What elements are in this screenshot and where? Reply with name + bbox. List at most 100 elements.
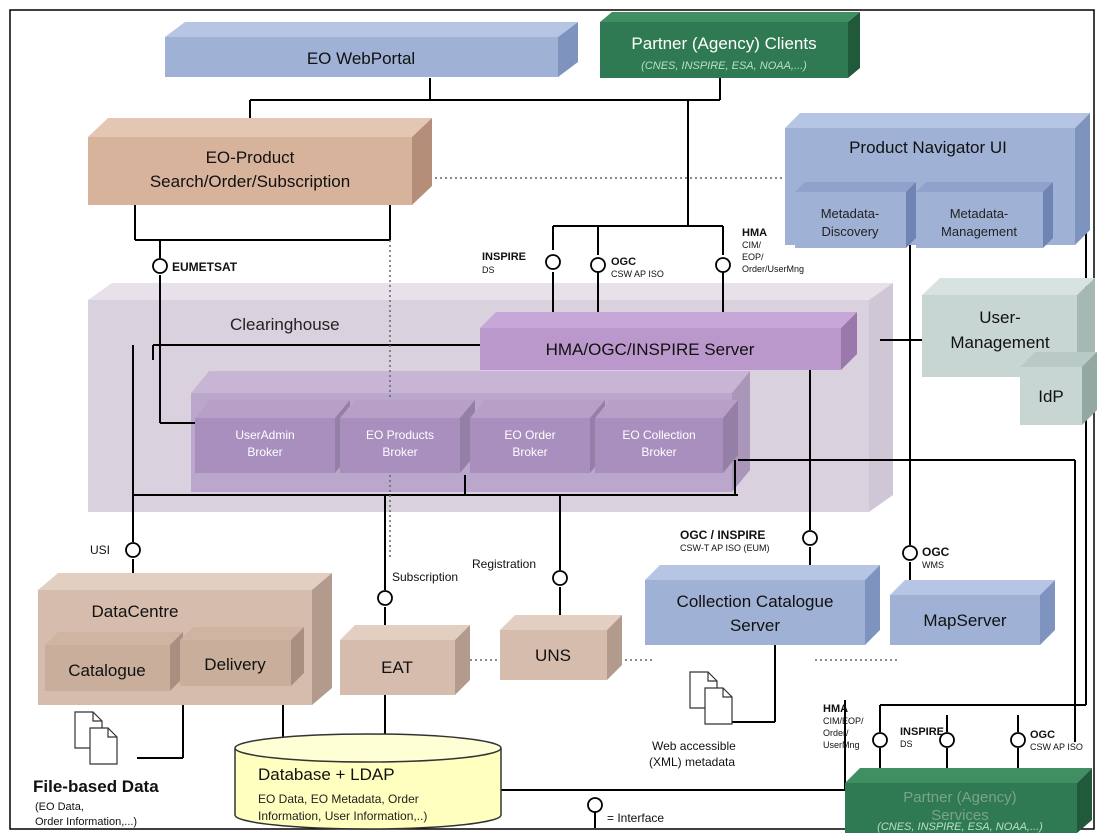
ogc-csw-label-2: CSW AP ISO xyxy=(611,269,664,279)
partner-clients-sub: (CNES, INSPIRE, ESA, NOAA,...) xyxy=(641,60,807,72)
file-icons xyxy=(74,671,733,765)
mapserver-label: MapServer xyxy=(923,611,1006,630)
hma-label-2: CIM/ xyxy=(742,240,761,250)
web-meta-1: Web accessible xyxy=(652,739,736,753)
ogc-b-label-2: CSW AP ISO xyxy=(1030,742,1083,752)
delivery-label: Delivery xyxy=(204,655,266,674)
md-discovery-1: Metadata- xyxy=(821,206,880,221)
legend-interface-icon xyxy=(587,797,603,813)
usi-interface-icon xyxy=(125,542,141,558)
md-management-2: Management xyxy=(941,224,1017,239)
broker-products-2: Broker xyxy=(382,445,417,459)
usi-label: USI xyxy=(90,543,110,557)
inspire-b-interface-icon xyxy=(939,732,955,748)
registration-interface-icon xyxy=(552,570,568,586)
broker-useradmin-2: Broker xyxy=(247,445,282,459)
md-discovery-2: Discovery xyxy=(821,224,879,239)
hma-b-label-4: UserMng xyxy=(823,740,860,750)
user-mgmt-1: User- xyxy=(979,308,1021,327)
hma-interface-icon xyxy=(715,257,731,273)
broker-collection-2: Broker xyxy=(641,445,676,459)
interface-symbols xyxy=(125,254,1026,813)
broker-products-1: EO Products xyxy=(366,428,434,442)
md-management-1: Metadata- xyxy=(950,206,1009,221)
legend-label: = Interface xyxy=(607,811,664,825)
partner-clients-label: Partner (Agency) Clients xyxy=(631,34,816,53)
idp-label: IdP xyxy=(1038,387,1064,406)
datacentre-label: DataCentre xyxy=(92,602,179,621)
ogc-csw-interface-icon xyxy=(590,257,606,273)
webportal-label: EO WebPortal xyxy=(307,49,415,68)
collection-catalogue-box: Collection Catalogue Server xyxy=(645,565,880,645)
partner-services-box: Partner (Agency) Services (CNES, INSPIRE… xyxy=(845,768,1092,833)
eumetsat-interface-icon xyxy=(152,258,168,274)
broker-collection: EO Collection Broker xyxy=(595,400,738,473)
database-sub-1: EO Data, EO Metadata, Order xyxy=(258,792,419,806)
inspire-ds-label-1: INSPIRE xyxy=(482,251,526,263)
hma-server-box: HMA/OGC/INSPIRE Server xyxy=(480,312,857,370)
partner-services-3: (CNES, INSPIRE, ESA, NOAA,...) xyxy=(877,821,1043,833)
ogc-csw-label-1: OGC xyxy=(611,256,636,268)
hma-b-interface-icon xyxy=(872,732,888,748)
eumetsat-label: EUMETSAT xyxy=(172,260,238,274)
database-label: Database + LDAP xyxy=(258,765,395,784)
search-label-1: EO-Product xyxy=(206,148,295,167)
idp-box: IdP xyxy=(1020,352,1097,425)
inspire-ds-interface-icon xyxy=(545,254,561,270)
hma-server-label: HMA/OGC/INSPIRE Server xyxy=(546,340,755,359)
search-label-2: Search/Order/Subscription xyxy=(150,172,350,191)
eat-label: EAT xyxy=(381,658,413,677)
hma-label-1: HMA xyxy=(742,227,767,239)
notes: File-based Data (EO Data, Order Informat… xyxy=(33,739,736,828)
ogc-wms-interface-icon xyxy=(902,545,918,561)
uns-box: UNS xyxy=(500,615,622,680)
eat-box: EAT xyxy=(340,625,470,695)
partner-clients-box: Partner (Agency) Clients (CNES, INSPIRE,… xyxy=(600,12,860,78)
database-cylinder: Database + LDAP EO Data, EO Metadata, Or… xyxy=(234,733,502,830)
database-sub-2: Information, User Information,..) xyxy=(258,809,427,823)
inspire-b-label-2: DS xyxy=(900,739,913,749)
hma-label-3: EOP/ xyxy=(742,252,764,262)
ogc-inspire-label-1: OGC / INSPIRE xyxy=(680,528,765,542)
registration-label: Registration xyxy=(472,557,536,571)
broker-products: EO Products Broker xyxy=(340,400,475,473)
hma-b-label-1: HMA xyxy=(823,703,848,715)
partner-services-2: Services xyxy=(931,807,989,824)
inspire-ds-label-2: DS xyxy=(482,265,495,275)
eo-webportal-box: EO WebPortal xyxy=(165,22,578,77)
mapserver-box: MapServer xyxy=(890,580,1055,645)
broker-useradmin-1: UserAdmin xyxy=(235,428,294,442)
ogc-wms-label-2: WMS xyxy=(922,560,944,570)
ogc-b-interface-icon xyxy=(1010,732,1026,748)
subscription-label: Subscription xyxy=(392,570,458,584)
collection-cat-2: Server xyxy=(730,616,780,635)
ogc-b-label-1: OGC xyxy=(1030,729,1055,741)
catalogue-label: Catalogue xyxy=(68,661,146,680)
user-mgmt-2: Management xyxy=(950,333,1050,352)
broker-order-1: EO Order xyxy=(504,428,555,442)
inspire-b-label-1: INSPIRE xyxy=(900,726,944,738)
uns-label: UNS xyxy=(535,646,571,665)
broker-order: EO Order Broker xyxy=(470,400,605,473)
ogc-inspire-interface-icon xyxy=(802,530,818,546)
hma-b-label-2: CIM/EOP/ xyxy=(823,716,864,726)
collection-cat-1: Collection Catalogue xyxy=(677,592,834,611)
hma-b-label-3: Order/ xyxy=(823,728,849,738)
broker-collection-1: EO Collection xyxy=(622,428,695,442)
web-meta-2: (XML) metadata xyxy=(649,755,735,769)
navigator-label: Product Navigator UI xyxy=(849,138,1007,157)
interface-labels: EUMETSAT INSPIRE DS OGC CSW AP ISO HMA C… xyxy=(90,227,1083,752)
file-based-sub-2: Order Information,...) xyxy=(35,816,137,828)
hma-label-4: Order/UserMng xyxy=(742,264,804,274)
ogc-wms-label-1: OGC xyxy=(922,545,950,559)
file-based-label: File-based Data xyxy=(33,777,159,796)
clearinghouse-label: Clearinghouse xyxy=(230,315,340,334)
partner-services-1: Partner (Agency) xyxy=(903,789,1016,806)
broker-useradmin: UserAdmin Broker xyxy=(195,400,350,473)
ogc-inspire-label-2: CSW-T AP ISO (EUM) xyxy=(680,543,770,553)
connection-lines xyxy=(132,78,1087,828)
broker-order-2: Broker xyxy=(512,445,547,459)
file-based-sub-1: (EO Data, xyxy=(35,801,84,813)
